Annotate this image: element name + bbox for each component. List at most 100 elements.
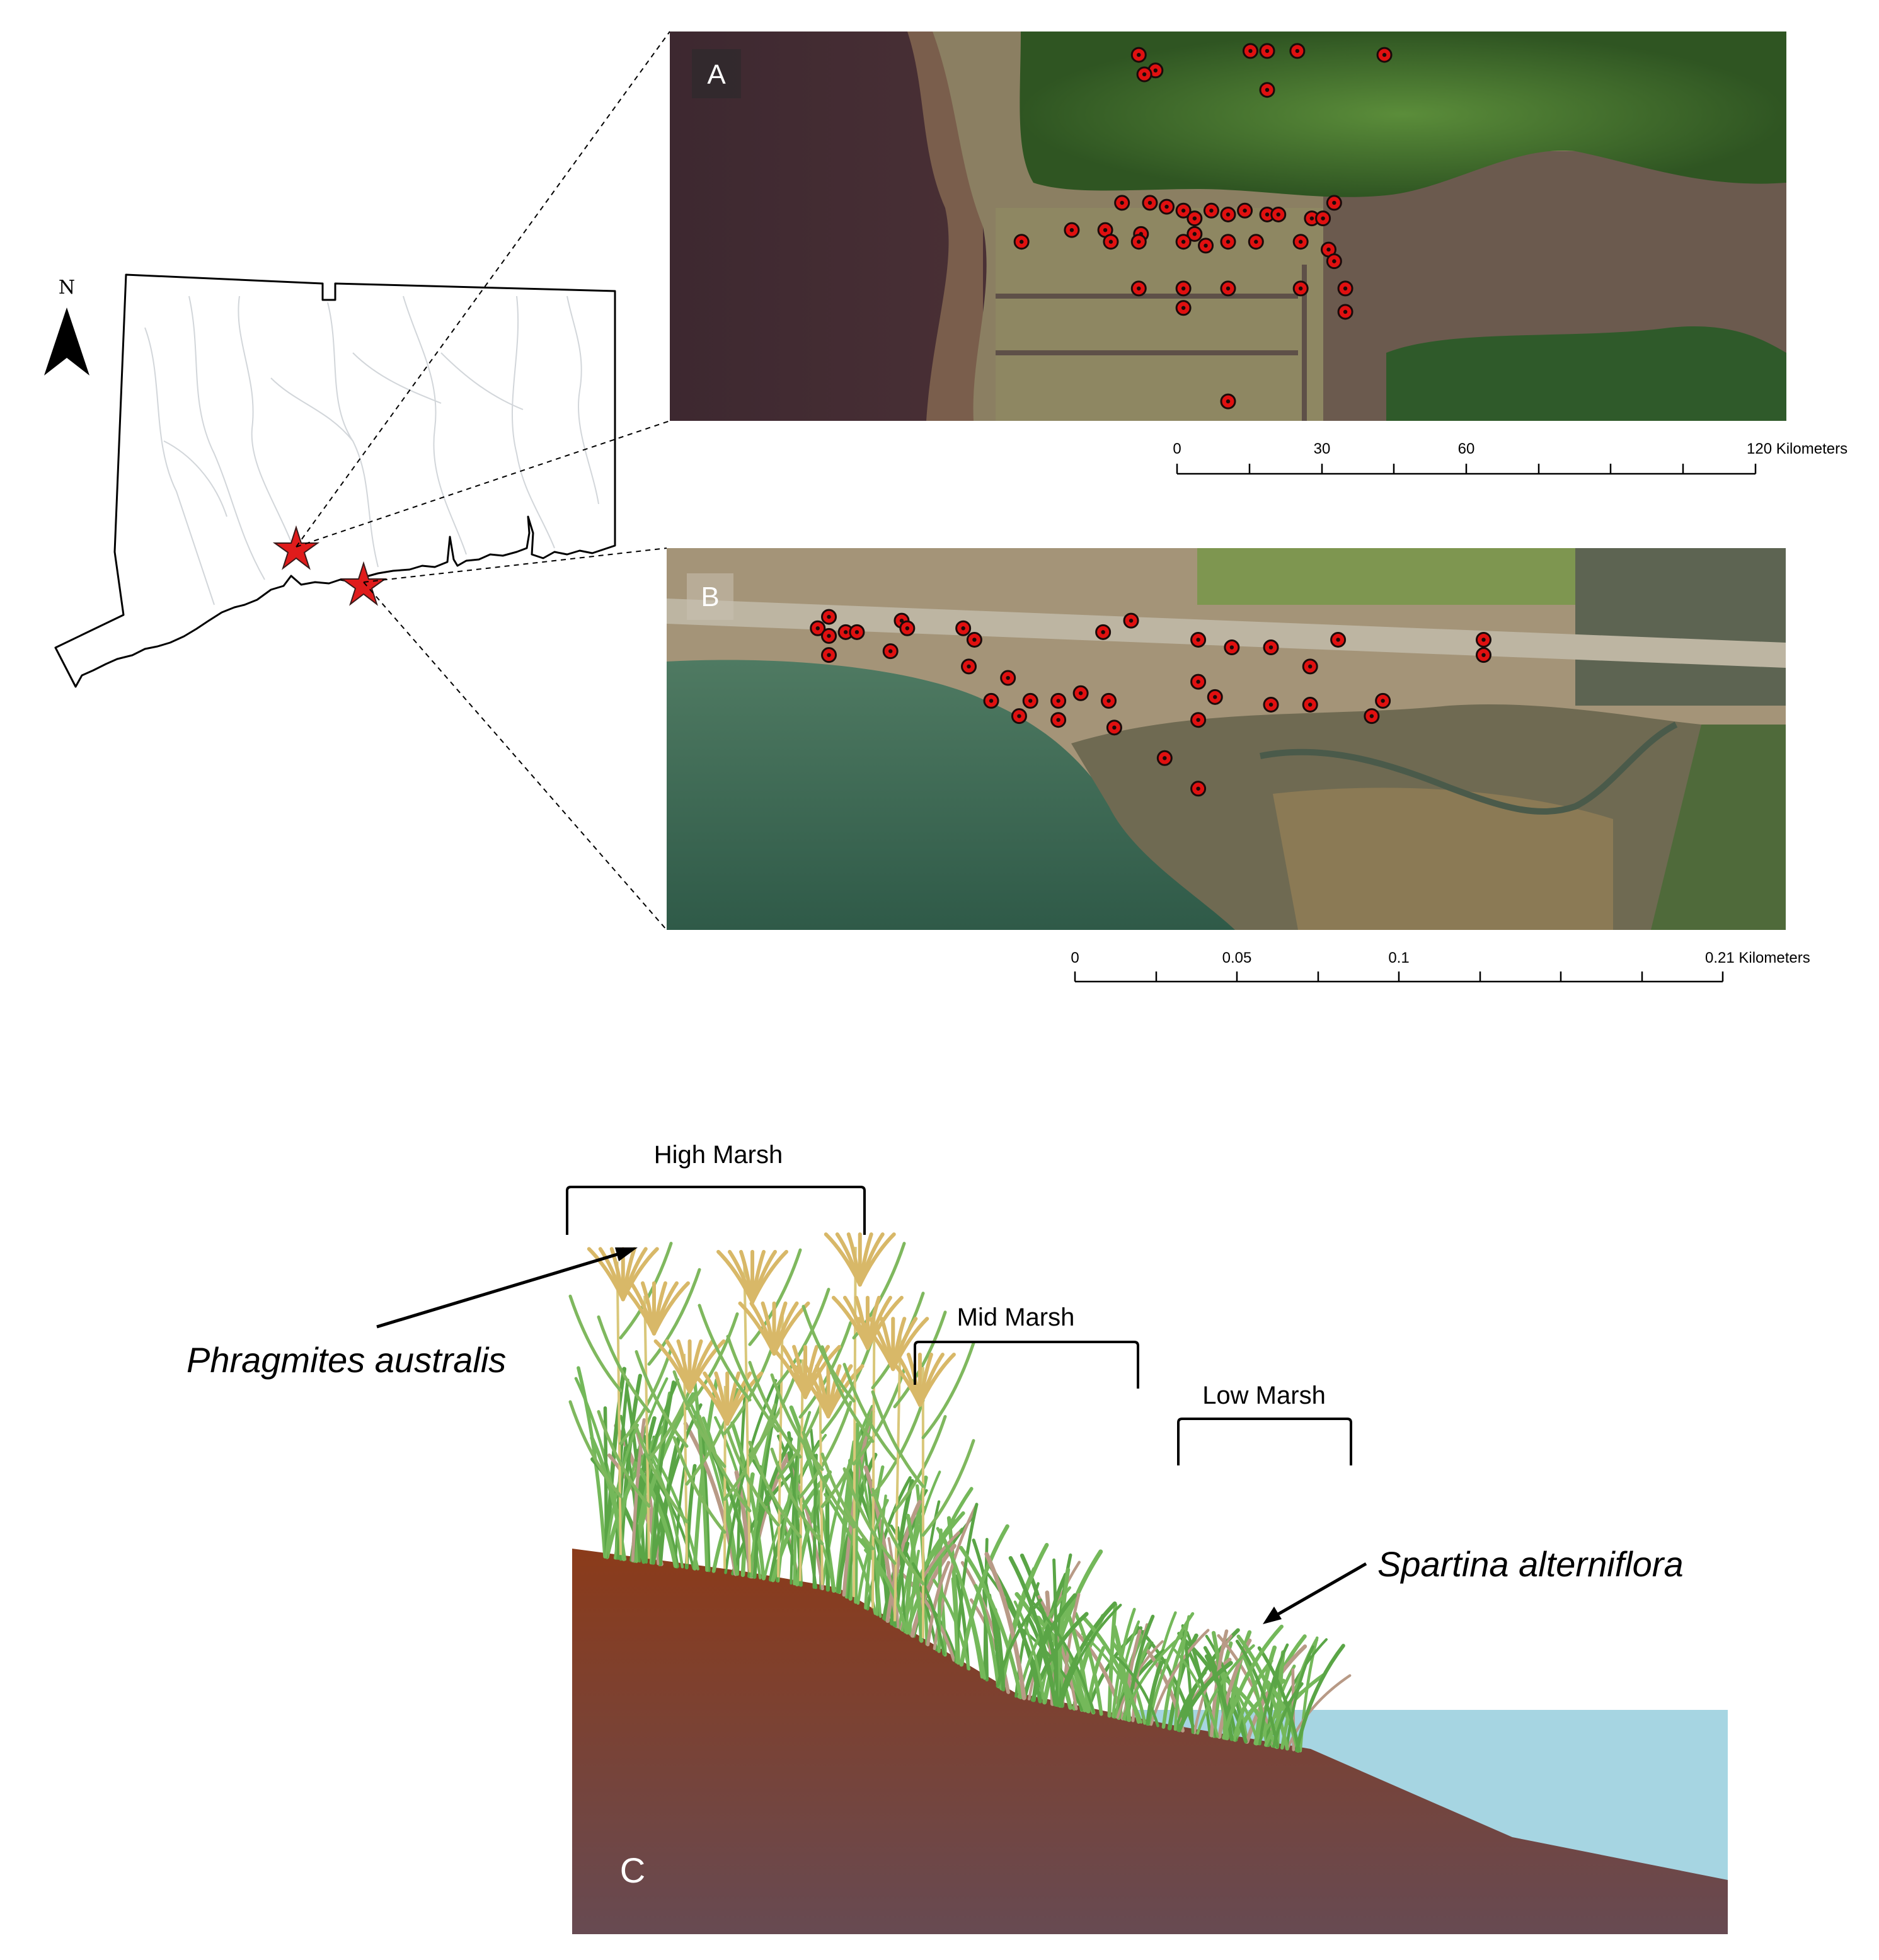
north-arrow-icon: N xyxy=(44,277,89,375)
reed-leaf xyxy=(685,1312,739,1411)
grass-blade xyxy=(1008,1556,1058,1707)
reed-leaf xyxy=(672,1436,727,1534)
state-map xyxy=(54,273,616,688)
panel-a-sample-points xyxy=(1013,43,1393,410)
sample-point-center xyxy=(972,638,977,642)
sample-point-center xyxy=(1056,699,1060,703)
reed-plume xyxy=(891,1317,929,1372)
sample-point-center xyxy=(1295,49,1300,54)
grass-blade xyxy=(1032,1602,1095,1714)
grass-blade xyxy=(750,1418,773,1578)
reed-leaf xyxy=(619,1347,673,1445)
grass-blade xyxy=(1059,1603,1122,1707)
grass-blade xyxy=(936,1527,986,1680)
reed-leaf xyxy=(698,1304,752,1402)
reed-leaf xyxy=(921,1439,975,1537)
sample-point-center xyxy=(1078,691,1083,696)
reed-stem xyxy=(743,1264,751,1573)
sample-point-center xyxy=(1153,68,1158,73)
sample-point-center xyxy=(1265,212,1270,217)
sample-point-center xyxy=(1265,88,1270,92)
grass-blade xyxy=(700,1432,711,1573)
reed-leaf xyxy=(647,1268,701,1366)
sample-point-center xyxy=(1069,227,1074,232)
grass-blade xyxy=(796,1489,836,1593)
reed-leaf xyxy=(726,1334,780,1433)
sample-point-center xyxy=(1137,239,1141,244)
reed-leaf xyxy=(820,1452,875,1550)
panel-a-aerial: A xyxy=(670,32,1786,421)
grass-blade xyxy=(911,1562,946,1656)
sample-point-center xyxy=(1164,204,1169,209)
reed-leaf xyxy=(842,1363,897,1461)
sample-point-center xyxy=(843,630,848,634)
sample-point-center xyxy=(1308,664,1313,669)
grass-blade xyxy=(974,1584,1000,1688)
spartina-label: Spartina alterniflora xyxy=(1377,1544,1684,1584)
sample-point-center xyxy=(1181,239,1186,244)
grass-blade xyxy=(631,1418,646,1562)
grass-blade xyxy=(1144,1647,1185,1733)
reed-leaf xyxy=(776,1288,830,1386)
sample-point-center xyxy=(1332,200,1336,205)
sample-point-center xyxy=(1326,247,1331,252)
sample-point-center xyxy=(1343,286,1348,291)
grass-blade xyxy=(984,1552,1026,1700)
low-marsh-bracket xyxy=(1177,1418,1352,1465)
sample-point-center xyxy=(1481,653,1486,657)
grass-blade xyxy=(1052,1558,1059,1707)
sample-point-center xyxy=(1254,239,1258,244)
reed-leaf xyxy=(820,1410,875,1508)
grass-blade xyxy=(683,1421,738,1576)
grass-blade xyxy=(996,1598,1042,1688)
grass-blade xyxy=(1235,1639,1280,1749)
scalebar-b-tick-3: 0.21 Kilometers xyxy=(1705,949,1810,966)
grass-blade xyxy=(1204,1654,1234,1741)
sample-point-center xyxy=(1369,714,1374,718)
reed-leaf xyxy=(748,1361,802,1459)
sample-point-center xyxy=(1028,699,1033,703)
reed-leaf xyxy=(798,1401,853,1499)
reed-leaf xyxy=(635,1425,689,1523)
grass-blade xyxy=(1149,1629,1210,1726)
panel-b-aerial: B xyxy=(667,548,1786,930)
reed-leaf xyxy=(748,1440,802,1539)
grass-blade xyxy=(577,1366,607,1559)
sample-point-center xyxy=(1268,702,1273,707)
reed-stem xyxy=(871,1310,876,1608)
reed-leaf xyxy=(770,1447,824,1545)
grass-blade xyxy=(1013,1600,1046,1704)
reed-leaf xyxy=(726,1429,780,1527)
mid-marsh-label: Mid Marsh xyxy=(957,1304,1075,1331)
grass-blade xyxy=(689,1402,738,1576)
sample-point-center xyxy=(961,626,965,631)
grass-blade xyxy=(633,1461,678,1568)
sample-point-center xyxy=(854,630,859,634)
sample-point-center xyxy=(1181,209,1186,213)
panel-b-label: B xyxy=(701,582,719,612)
grass-blade xyxy=(1272,1682,1304,1748)
grass-blade xyxy=(604,1423,639,1559)
sample-point-center xyxy=(1243,209,1247,213)
sample-point-center xyxy=(888,649,893,653)
reed-stem xyxy=(853,1247,857,1597)
grass-blade xyxy=(910,1544,957,1638)
panel-b-sample-points xyxy=(810,609,1491,797)
sample-point-center xyxy=(1381,699,1385,703)
reed-leaf xyxy=(802,1431,856,1529)
sample-point-center xyxy=(1196,679,1200,684)
reed-leaf xyxy=(698,1414,752,1513)
sample-point-center xyxy=(1308,702,1313,707)
marsh-soil xyxy=(572,1549,1728,1934)
sample-point-center xyxy=(1192,216,1197,221)
mid-marsh-bracket xyxy=(914,1341,1139,1389)
phragmites-reed-stand xyxy=(568,1232,975,1639)
reed-leaf xyxy=(820,1345,875,1443)
sample-point-center xyxy=(1006,675,1010,680)
grass-blade xyxy=(1112,1624,1132,1722)
grass-blade xyxy=(1236,1634,1289,1751)
grass-blade xyxy=(959,1524,1009,1667)
sample-point-center xyxy=(1108,239,1113,244)
grass-blade xyxy=(1146,1660,1164,1726)
grass-blade xyxy=(856,1448,882,1618)
